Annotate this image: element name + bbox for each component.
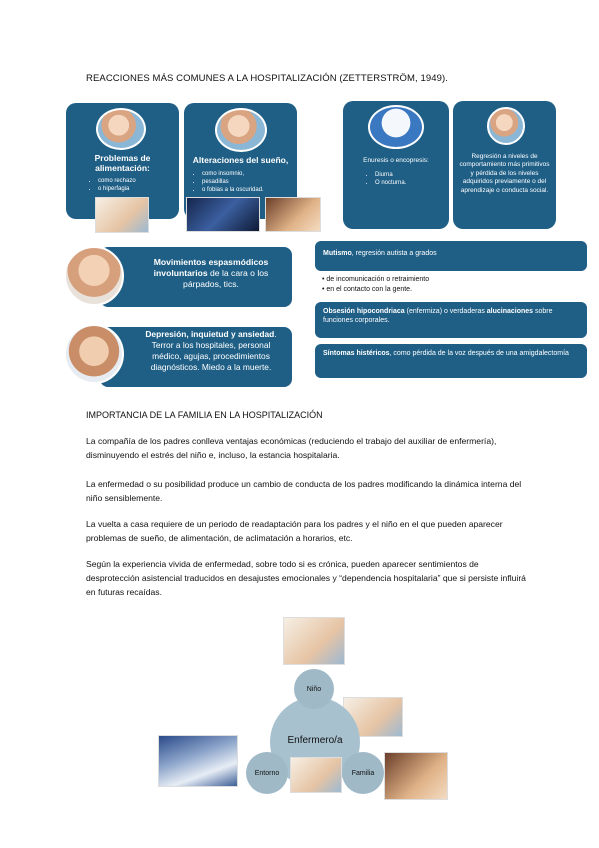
bar-bold: Mutismo: [323, 250, 352, 257]
bar-depresion: [100, 327, 292, 387]
card-text: Regresión a niveles de comportamiento má…: [459, 153, 550, 194]
node-label: Enfermero/a: [287, 735, 343, 746]
card-sueno: Alteraciones del sueño, como insomnio, p…: [184, 103, 297, 219]
list-item: en el contacto con la gente.: [322, 285, 582, 295]
paragraph-4: Según la experiencia vivida de enfermeda…: [86, 559, 526, 597]
diagram-node-familia: Familia: [342, 752, 384, 794]
card-bullet: como insomnio,: [202, 170, 264, 178]
bar-rest: . Terror a los hospitales, personal médi…: [150, 329, 277, 372]
mutismo-list: de incomunicación o retraimiento en el c…: [322, 275, 582, 295]
card-bullet: o hiperfagia: [98, 185, 136, 193]
bar-obsesion: Obsesión hipocondriaca (enfermiza) o ver…: [315, 302, 587, 338]
diagram-node-entorno: Entorno: [246, 752, 288, 794]
card-text: Enuresis o encopresis:: [363, 157, 429, 164]
node-label: Entorno: [254, 769, 280, 777]
card-bullet: Diurna: [375, 171, 406, 179]
card-photo: [487, 107, 525, 145]
bar-rest: (enfermiza) o verdaderas: [404, 308, 487, 315]
bar-bold: Movimientos espasmódicos involuntarios: [153, 257, 269, 279]
card-bullet: como rechazo: [98, 177, 136, 185]
night-child-photo: [186, 197, 260, 232]
sleeping-child-photo: [265, 197, 321, 232]
bar-mutismo: Mutismo, regresión autista a grados: [315, 241, 587, 271]
card-photo: [215, 108, 267, 152]
bar-bold: alucinaciones: [486, 308, 534, 315]
section-title-reacciones: REACCIONES MÁS COMUNES A LA HOSPITALIZAC…: [86, 73, 449, 84]
card-title: Alteraciones del sueño,: [192, 155, 289, 165]
card-photo: [96, 108, 146, 150]
baby-eating-photo: [95, 197, 149, 233]
bar-rest: de la cara o los párpados, tics.: [183, 268, 269, 290]
list-item: de incomunicación o retraimiento: [322, 275, 582, 285]
diagram-node-nino: Niño: [294, 669, 334, 709]
card-title: Problemas de alimentación:: [94, 153, 151, 173]
card-bullet: pesadillas: [202, 178, 264, 186]
card-regresion: Regresión a niveles de comportamiento má…: [453, 101, 556, 229]
card-bullet: o fobias a la oscuridad.: [202, 186, 264, 194]
hospital-room-photo: [158, 735, 238, 787]
nurse-care-photo: [290, 757, 342, 793]
bar-rest: , regresión autista a grados: [351, 250, 437, 257]
bar-sintomas: Síntomas histéricos, como pérdida de la …: [315, 344, 587, 378]
bar-bold: Obsesión hipocondriaca: [323, 308, 405, 315]
bar-depresion-text: Depresión, inquietud y ansiedad. Terror …: [136, 329, 286, 373]
bar-bold: Síntomas histéricos: [323, 350, 390, 357]
bar-movimientos: [100, 247, 292, 307]
bar-bold: Depresión, inquietud y ansiedad: [145, 329, 275, 339]
section-title-familia: IMPORTANCIA DE LA FAMILIA EN LA HOSPITAL…: [86, 410, 323, 420]
bar-rest: sobre funciones corporales.: [323, 308, 553, 325]
child-play-photo: [283, 617, 345, 665]
paragraph-1: La compañía de los padres conlleva venta…: [86, 436, 497, 460]
baby-photo-circle: [64, 246, 124, 306]
node-label: Familia: [351, 769, 375, 777]
node-label: Niño: [306, 685, 322, 693]
family-photo: [384, 752, 448, 800]
bar-movimientos-text: Movimientos espasmódicos involuntarios d…: [136, 257, 286, 291]
card-bullet: O nocturna.: [375, 179, 406, 187]
card-enuresis: Enuresis o encopresis: Diurna O nocturna…: [343, 101, 449, 229]
crying-child-photo-circle: [64, 324, 124, 384]
paragraph-3: La vuelta a casa requiere de un periodo …: [86, 519, 503, 543]
bar-rest: , como pérdida de la voz después de una …: [389, 350, 569, 357]
card-photo: [368, 105, 424, 149]
paragraph-2: La enfermedad o su posibilidad produce u…: [86, 479, 522, 503]
